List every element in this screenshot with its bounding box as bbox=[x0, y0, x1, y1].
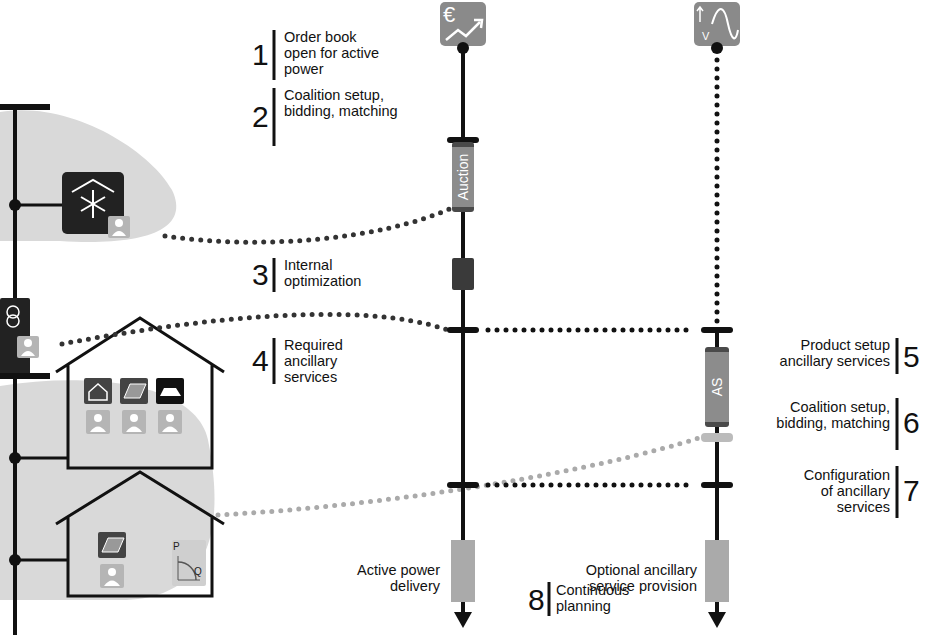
ev-icon bbox=[160, 388, 181, 396]
optimization-box bbox=[452, 258, 474, 290]
timeline-dot bbox=[711, 42, 723, 54]
market-icon bbox=[474, 20, 482, 28]
dotted-timeline bbox=[715, 60, 720, 322]
arrow-head bbox=[454, 612, 472, 628]
person-icon bbox=[21, 351, 35, 356]
callout-number: 3 bbox=[252, 260, 272, 290]
tick bbox=[701, 482, 733, 488]
number-bar bbox=[274, 30, 897, 616]
person-icon bbox=[104, 581, 120, 587]
pq-icon bbox=[178, 562, 196, 580]
bus-line bbox=[13, 376, 17, 635]
branch-line bbox=[15, 559, 68, 562]
callout-number: 5 bbox=[903, 342, 923, 372]
bus-bar bbox=[0, 373, 50, 379]
step-label: Coalition setup, bidding, matching bbox=[284, 88, 398, 120]
branch-line bbox=[15, 204, 62, 207]
region-blob bbox=[0, 110, 176, 242]
callout-number: 6 bbox=[903, 408, 923, 438]
dotted-leader bbox=[165, 208, 452, 242]
home-icon bbox=[89, 384, 107, 400]
delivery-box bbox=[451, 540, 475, 602]
pv-icon bbox=[124, 384, 146, 398]
region-blob bbox=[0, 380, 215, 600]
delivery-box bbox=[705, 540, 729, 602]
box-label: Auction bbox=[456, 154, 470, 201]
step-label: Q bbox=[194, 566, 206, 577]
step-label: Product setup ancillary services bbox=[760, 338, 890, 370]
dotted-link bbox=[488, 328, 694, 333]
person-icon bbox=[100, 564, 124, 588]
selection-band bbox=[701, 433, 733, 442]
pv-icon bbox=[102, 538, 124, 552]
step-label: Required ancillary services bbox=[284, 338, 368, 386]
person-icon bbox=[115, 219, 123, 227]
market-icon bbox=[440, 2, 486, 46]
callout-number: 7 bbox=[903, 476, 923, 506]
step-label: Optional ancillary service provision bbox=[557, 563, 697, 595]
step-label: Coalition setup, bidding, matching bbox=[776, 400, 890, 432]
pv-icon bbox=[98, 532, 126, 558]
step-label: Active power delivery bbox=[350, 563, 440, 595]
person-icon bbox=[108, 216, 130, 238]
pv-icon bbox=[120, 378, 148, 404]
callout-number: 2 bbox=[252, 102, 272, 132]
dotted-leader bbox=[62, 314, 448, 344]
tick bbox=[701, 327, 733, 333]
step-label: Configuration of ancillary services bbox=[788, 468, 890, 516]
callout-number: 8 bbox=[528, 585, 548, 615]
step-label: V bbox=[702, 30, 714, 42]
dotted-leader bbox=[218, 437, 702, 515]
branch-line bbox=[15, 457, 68, 460]
voltage-icon bbox=[697, 7, 703, 22]
person-icon bbox=[112, 231, 126, 236]
transformer-symbol bbox=[7, 315, 19, 327]
arrow-head bbox=[708, 612, 726, 628]
dotted-link bbox=[488, 483, 694, 488]
box-label: AS bbox=[710, 378, 724, 397]
person-icon bbox=[24, 339, 32, 347]
step-label: P bbox=[173, 541, 185, 552]
person-icon bbox=[108, 568, 116, 576]
process-box: Auction bbox=[452, 142, 474, 212]
person-icon bbox=[17, 336, 39, 358]
ev-icon bbox=[156, 378, 184, 404]
tick bbox=[447, 482, 479, 488]
snowflake-symbol bbox=[81, 190, 105, 218]
home-icon bbox=[84, 378, 112, 404]
voltage-icon bbox=[694, 2, 740, 46]
person-icon bbox=[86, 410, 182, 434]
step-label: Order book open for active power bbox=[284, 30, 380, 78]
callout-number: 4 bbox=[252, 346, 272, 376]
pq-icon bbox=[172, 540, 206, 586]
tick bbox=[447, 327, 479, 333]
house-outline bbox=[56, 472, 224, 596]
callout-number: 1 bbox=[252, 40, 272, 70]
step-label: € bbox=[443, 3, 467, 27]
bus-bar bbox=[0, 104, 50, 110]
voltage-icon bbox=[712, 9, 738, 38]
process-box: AS bbox=[705, 347, 729, 427]
step-label: Internal optimization bbox=[284, 258, 384, 290]
